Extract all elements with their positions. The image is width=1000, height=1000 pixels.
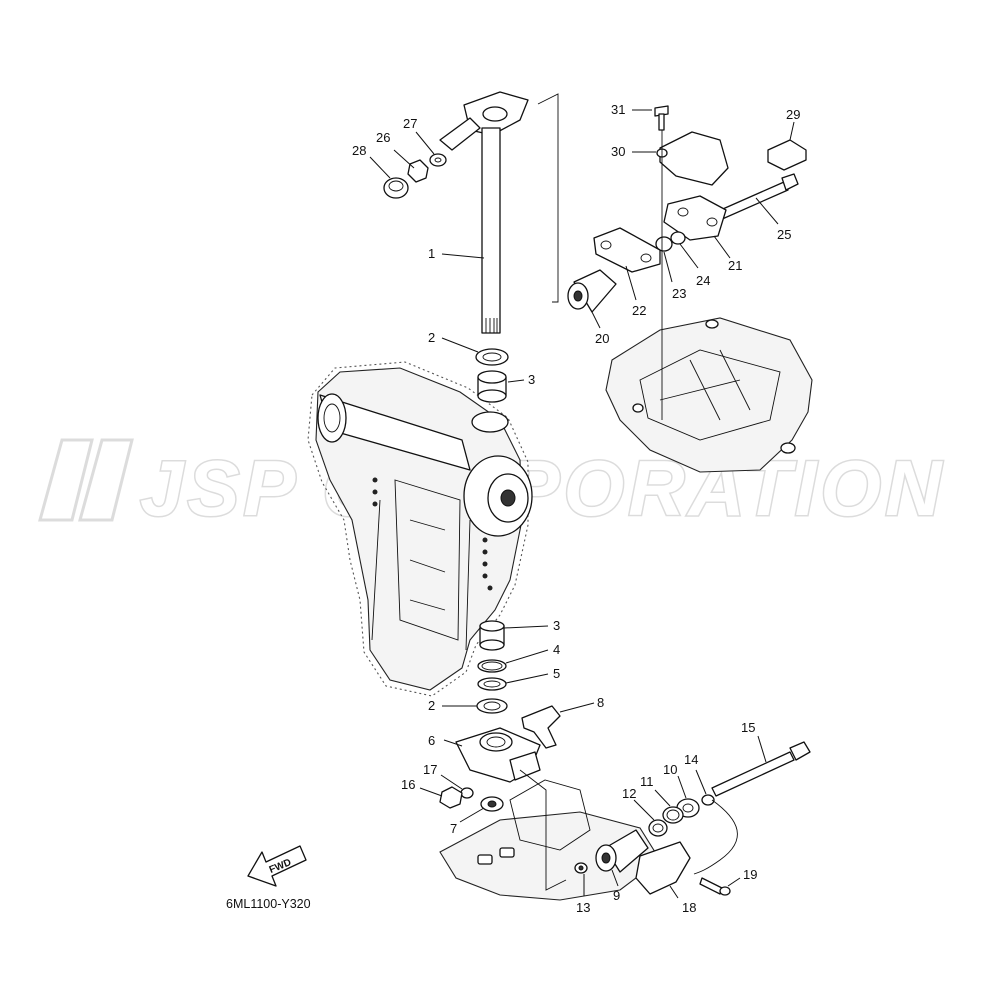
part-2-washer-upper: [475, 348, 509, 366]
part-26-nut: [407, 159, 429, 183]
diagram-reference-code: 6ML1100-Y320: [226, 897, 311, 911]
callout-10: 10: [663, 762, 677, 777]
watermark: JSP CORPORATION: [38, 438, 945, 534]
callouts: 1 2 3 3 4 5 2 6 7 8 9 10 11 12 13 14 15: [352, 102, 800, 915]
callout-3-upper: 3: [528, 372, 535, 387]
part-9-mount-rubber: [595, 829, 649, 873]
callout-2-lower: 2: [428, 698, 435, 713]
part-29-stopper: [767, 139, 807, 171]
part-24-washer: [670, 231, 686, 245]
callout-20: 20: [595, 331, 609, 346]
part-30-upper-mount-cover: [656, 131, 729, 186]
callout-15: 15: [741, 720, 755, 735]
callout-28: 28: [352, 143, 366, 158]
part-8-clip: [521, 705, 561, 749]
callout-5: 5: [553, 666, 560, 681]
part-7-collar: [480, 796, 504, 812]
part-13-washer: [574, 862, 588, 874]
fwd-arrow: FWD: [247, 845, 307, 887]
callout-25: 25: [777, 227, 791, 242]
callout-12: 12: [622, 786, 636, 801]
part-19-bolt: [699, 877, 731, 896]
callout-7: 7: [450, 821, 457, 836]
part-20-mount-rubber: [567, 269, 617, 313]
callout-18: 18: [682, 900, 696, 915]
callout-27: 27: [403, 116, 417, 131]
part-2-washer-lower: [476, 698, 508, 714]
part-18-cover: [635, 841, 691, 895]
callout-21: 21: [728, 258, 742, 273]
part-14-washer: [701, 794, 715, 806]
part-1-steering-shaft: [439, 91, 529, 334]
watermark-logo-mark: [38, 438, 134, 522]
part-21-plate: [663, 195, 727, 241]
callout-26: 26: [376, 130, 390, 145]
part-5-washer: [477, 677, 507, 691]
part-3-bushing-lower: [479, 620, 505, 651]
callout-31: 31: [611, 102, 625, 117]
watermark-text: JSP CORPORATION: [140, 444, 945, 532]
swivel-bracket-assembly: [307, 361, 533, 697]
part-12-collar: [648, 819, 668, 837]
part-6-steering-arm: [455, 727, 541, 783]
part-15-bolt: [711, 741, 811, 797]
part-31-bolt: [654, 105, 669, 131]
part-28-cap-nut: [383, 177, 409, 199]
callout-9: 9: [613, 888, 620, 903]
callout-19: 19: [743, 867, 757, 882]
upper-mount-housing: [605, 317, 813, 473]
callout-11: 11: [640, 774, 654, 789]
callout-29: 29: [786, 107, 800, 122]
part-16-nut: [439, 786, 463, 809]
part-17-washer: [460, 787, 474, 799]
callout-6: 6: [428, 733, 435, 748]
callout-1: 1: [428, 246, 435, 261]
part-23-ring: [655, 236, 673, 252]
callout-8: 8: [597, 695, 604, 710]
part-27-washer: [429, 153, 447, 167]
callout-23: 23: [672, 286, 686, 301]
callout-14: 14: [684, 752, 698, 767]
callout-16: 16: [401, 777, 415, 792]
callout-13: 13: [576, 900, 590, 915]
callout-3-lower: 3: [553, 618, 560, 633]
callout-17: 17: [423, 762, 437, 777]
lower-mount-plate: [439, 779, 661, 901]
part-11-ring: [662, 806, 684, 824]
part-25-bolt: [715, 173, 799, 221]
callout-2-upper: 2: [428, 330, 435, 345]
callout-30: 30: [611, 144, 625, 159]
callout-24: 24: [696, 273, 710, 288]
callout-4: 4: [553, 642, 560, 657]
callout-22: 22: [632, 303, 646, 318]
part-4-o-ring: [477, 659, 507, 673]
part-22-plate: [593, 227, 661, 273]
assembly-lines: [519, 93, 663, 891]
ground-lead-wire: [693, 799, 738, 875]
part-3-bushing-upper: [477, 370, 507, 403]
